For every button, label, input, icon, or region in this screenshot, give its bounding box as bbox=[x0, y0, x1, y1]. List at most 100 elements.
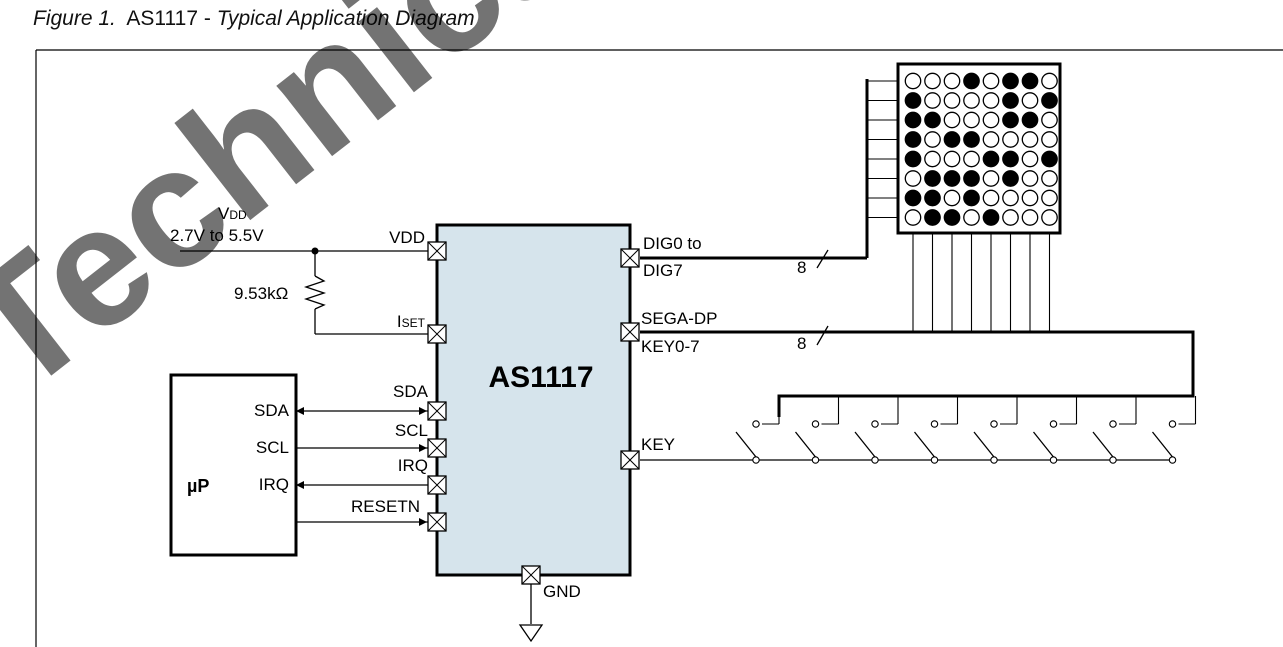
pin-label-resetn: RESETN bbox=[351, 497, 420, 516]
led-off bbox=[1041, 111, 1058, 129]
led-off bbox=[982, 72, 1000, 90]
led-on bbox=[943, 131, 961, 148]
segment-bus bbox=[640, 325, 1195, 417]
chip-name: AS1117 bbox=[488, 361, 593, 394]
sda-arrow-left bbox=[296, 407, 304, 415]
led-off bbox=[924, 72, 941, 90]
led-off bbox=[982, 131, 1000, 148]
supply-name: VDD bbox=[218, 204, 247, 223]
led-off bbox=[982, 170, 1000, 187]
key-switch bbox=[1032, 396, 1078, 464]
control-bus-wiring bbox=[296, 410, 428, 523]
led-on bbox=[1002, 150, 1019, 168]
chip-body bbox=[435, 223, 632, 577]
pin-label-key: KEY bbox=[641, 435, 675, 454]
irq-arrow-left bbox=[296, 481, 304, 489]
digit-bus bbox=[640, 79, 869, 269]
pin-box-dig bbox=[620, 248, 640, 268]
figure-title: Typical Application Diagram bbox=[216, 7, 475, 30]
microcontroller-label: µP bbox=[187, 476, 209, 496]
segment-bus-width: 8 bbox=[797, 334, 806, 353]
pin-label-dig-1: DIG0 to bbox=[643, 234, 702, 253]
figure-label: Figure 1. bbox=[33, 7, 116, 30]
led-on bbox=[1041, 150, 1058, 168]
led-on bbox=[943, 170, 961, 187]
figure-separator: - bbox=[198, 7, 217, 30]
led-off bbox=[963, 150, 980, 168]
led-on bbox=[904, 150, 922, 168]
key-switch bbox=[735, 396, 780, 464]
led-on bbox=[924, 170, 941, 187]
pin-box-key bbox=[620, 450, 640, 470]
led-off bbox=[943, 111, 961, 129]
led-off bbox=[904, 170, 922, 187]
led-off bbox=[1002, 131, 1019, 148]
led-off bbox=[1021, 92, 1039, 109]
led-on bbox=[963, 170, 980, 187]
pin-label-sda: SDA bbox=[393, 382, 429, 401]
led-off bbox=[1041, 72, 1058, 90]
led-off bbox=[924, 92, 941, 109]
led-off bbox=[1021, 150, 1039, 168]
pin-box-sda bbox=[427, 401, 447, 421]
led-on bbox=[924, 209, 941, 226]
led-off bbox=[1021, 189, 1039, 207]
signal-arrows bbox=[296, 407, 427, 526]
led-off bbox=[943, 72, 961, 90]
led-on bbox=[1021, 111, 1039, 129]
led-off bbox=[924, 131, 941, 148]
pin-label-irq: IRQ bbox=[398, 456, 428, 475]
microcontroller-box bbox=[169, 373, 298, 557]
matrix-row-lines bbox=[867, 80, 898, 219]
figure-chip-name: AS1117 bbox=[126, 7, 199, 30]
led-on bbox=[924, 111, 941, 129]
pin-box-irq bbox=[427, 475, 447, 495]
diagram-frame bbox=[35, 49, 1283, 647]
pin-label-seg-1: SEGA-DP bbox=[641, 309, 718, 328]
led-on bbox=[982, 150, 1000, 168]
led-off bbox=[924, 150, 941, 168]
led-on bbox=[943, 209, 961, 226]
led-off bbox=[1041, 170, 1058, 187]
led-off bbox=[1002, 209, 1019, 226]
led-on bbox=[963, 72, 980, 90]
pin-box-resetn bbox=[427, 512, 447, 532]
led-off bbox=[982, 111, 1000, 129]
matrix-column-lines bbox=[912, 233, 1051, 332]
led-on bbox=[1002, 72, 1019, 90]
led-off bbox=[943, 150, 961, 168]
led-on bbox=[904, 189, 922, 207]
key-switch bbox=[913, 396, 959, 464]
resetn-arrow-right bbox=[419, 518, 427, 526]
pin-label-seg-2: KEY0-7 bbox=[641, 337, 700, 356]
led-off bbox=[943, 189, 961, 207]
led-off bbox=[1021, 209, 1039, 226]
led-off bbox=[1041, 131, 1058, 148]
scl-arrow-right bbox=[419, 444, 427, 452]
led-on bbox=[1002, 92, 1019, 109]
ground-symbol bbox=[518, 624, 544, 643]
pin-box-vdd bbox=[427, 241, 447, 261]
led-on bbox=[1002, 111, 1019, 129]
led-off bbox=[963, 209, 980, 226]
led-on bbox=[904, 131, 922, 148]
resistor-value: 9.53kΩ bbox=[234, 284, 288, 303]
led-on bbox=[963, 189, 980, 207]
led-on bbox=[1002, 170, 1019, 187]
key-switch bbox=[1151, 396, 1197, 464]
led-matrix-frame bbox=[896, 62, 1062, 235]
led-off bbox=[904, 209, 922, 226]
led-on bbox=[963, 131, 980, 148]
supply-range: 2.7V to 5.5V bbox=[170, 226, 264, 245]
key-switch bbox=[1092, 396, 1137, 464]
micro-pin-irq: IRQ bbox=[259, 475, 289, 494]
sda-arrow-right bbox=[419, 407, 427, 415]
pin-boxes bbox=[427, 241, 640, 585]
led-off bbox=[982, 189, 1000, 207]
led-on bbox=[1021, 72, 1039, 90]
key-switch bbox=[794, 396, 840, 464]
key-switch bbox=[854, 396, 899, 464]
pin-label-gnd: GND bbox=[543, 582, 581, 601]
micro-pin-sda: SDA bbox=[254, 401, 290, 420]
